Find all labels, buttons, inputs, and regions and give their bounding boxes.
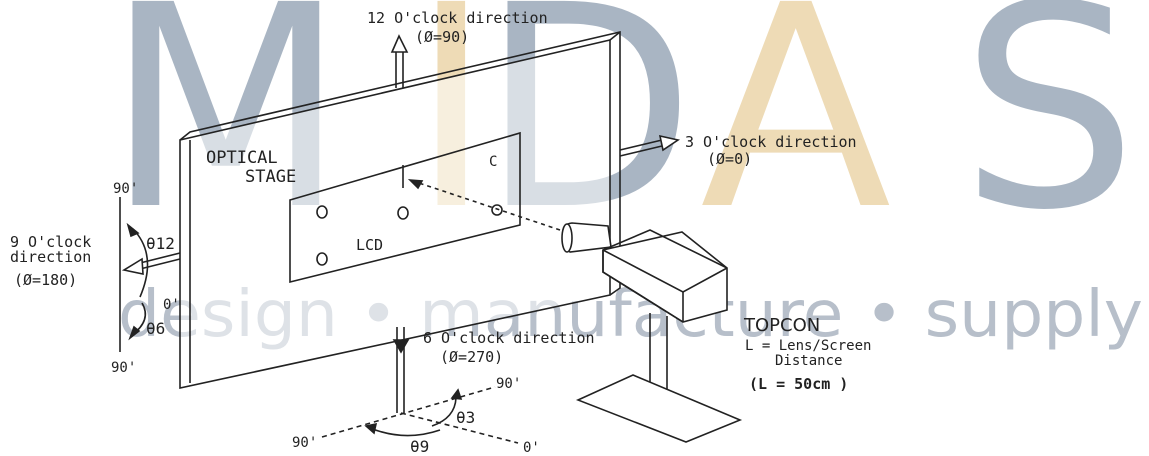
label-c-marker: C	[489, 154, 497, 170]
label-theta3: θ3	[456, 408, 475, 427]
camera-stand	[575, 313, 743, 443]
label-3-oclock-phi: (Ø=0)	[707, 150, 752, 168]
lcd-marker-circles	[316, 204, 503, 266]
label-lens-distance-line1: L = Lens/Screen	[745, 338, 871, 354]
label-left-0: 0'	[163, 297, 180, 313]
label-left-bottom-90: 90'	[111, 360, 136, 376]
arrow-12-oclock	[390, 34, 409, 88]
label-topcon: TOPCON	[743, 315, 820, 336]
label-theta9: θ9	[410, 437, 429, 456]
bottom-angle-axis	[321, 386, 519, 444]
label-12-oclock-phi: (Ø=90)	[415, 28, 469, 46]
watermark-letter-a: A	[700, 0, 893, 272]
line-drawing	[119, 30, 743, 444]
label-bottom-right-90: 90'	[496, 376, 521, 392]
label-theta12: θ12	[146, 234, 175, 253]
diagram-labels: OPTICAL STAGE LCD C 12 O'clock direction…	[10, 9, 871, 456]
label-theta6: θ6	[146, 319, 165, 338]
label-12-oclock: 12 O'clock direction	[367, 9, 548, 27]
label-9-oclock-line2: direction	[10, 248, 91, 266]
label-6-oclock-phi: (Ø=270)	[440, 348, 503, 366]
label-lcd: LCD	[356, 236, 383, 254]
label-lens-distance-line2: Distance	[775, 353, 842, 369]
label-bottom-left-90: 90'	[292, 435, 317, 451]
label-3-oclock: 3 O'clock direction	[685, 133, 857, 151]
label-left-top-90: 90'	[113, 181, 138, 197]
label-optical: OPTICAL	[206, 148, 278, 168]
label-stage: STAGE	[245, 167, 296, 187]
measurement-beam	[412, 180, 561, 231]
label-6-oclock: 6 O'clock direction	[423, 329, 595, 347]
left-angle-axis	[119, 197, 149, 352]
arrow-3-oclock	[619, 134, 681, 157]
label-bottom-0: 0'	[523, 440, 540, 456]
label-9-oclock-phi: (Ø=180)	[14, 271, 77, 289]
optical-stage-panel	[179, 30, 621, 389]
watermark-letter-s: S	[960, 0, 1138, 272]
label-lens-distance-value: (L = 50cm )	[749, 375, 848, 393]
beam-arrowhead	[407, 179, 424, 190]
watermark: M I D A S design • manufacture • supply	[105, 0, 1143, 352]
lcd-panel	[289, 131, 521, 284]
topcon-camera	[561, 222, 728, 323]
label-9-oclock-line1: 9 O'clock	[10, 233, 91, 251]
arrow-6-oclock	[392, 327, 410, 413]
